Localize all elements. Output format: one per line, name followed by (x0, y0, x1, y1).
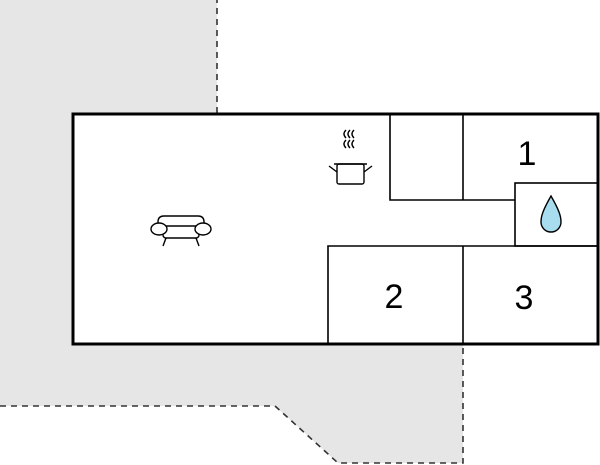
room-number-2: 2 (385, 278, 404, 316)
water-drop-icon (540, 194, 562, 233)
sofa-icon (150, 215, 212, 247)
cooking-pot-icon (328, 129, 373, 185)
room-number-3: 3 (515, 279, 534, 317)
room-number-1: 1 (518, 135, 537, 173)
terrace-area (0, 0, 463, 463)
interior-walls (327, 114, 599, 344)
